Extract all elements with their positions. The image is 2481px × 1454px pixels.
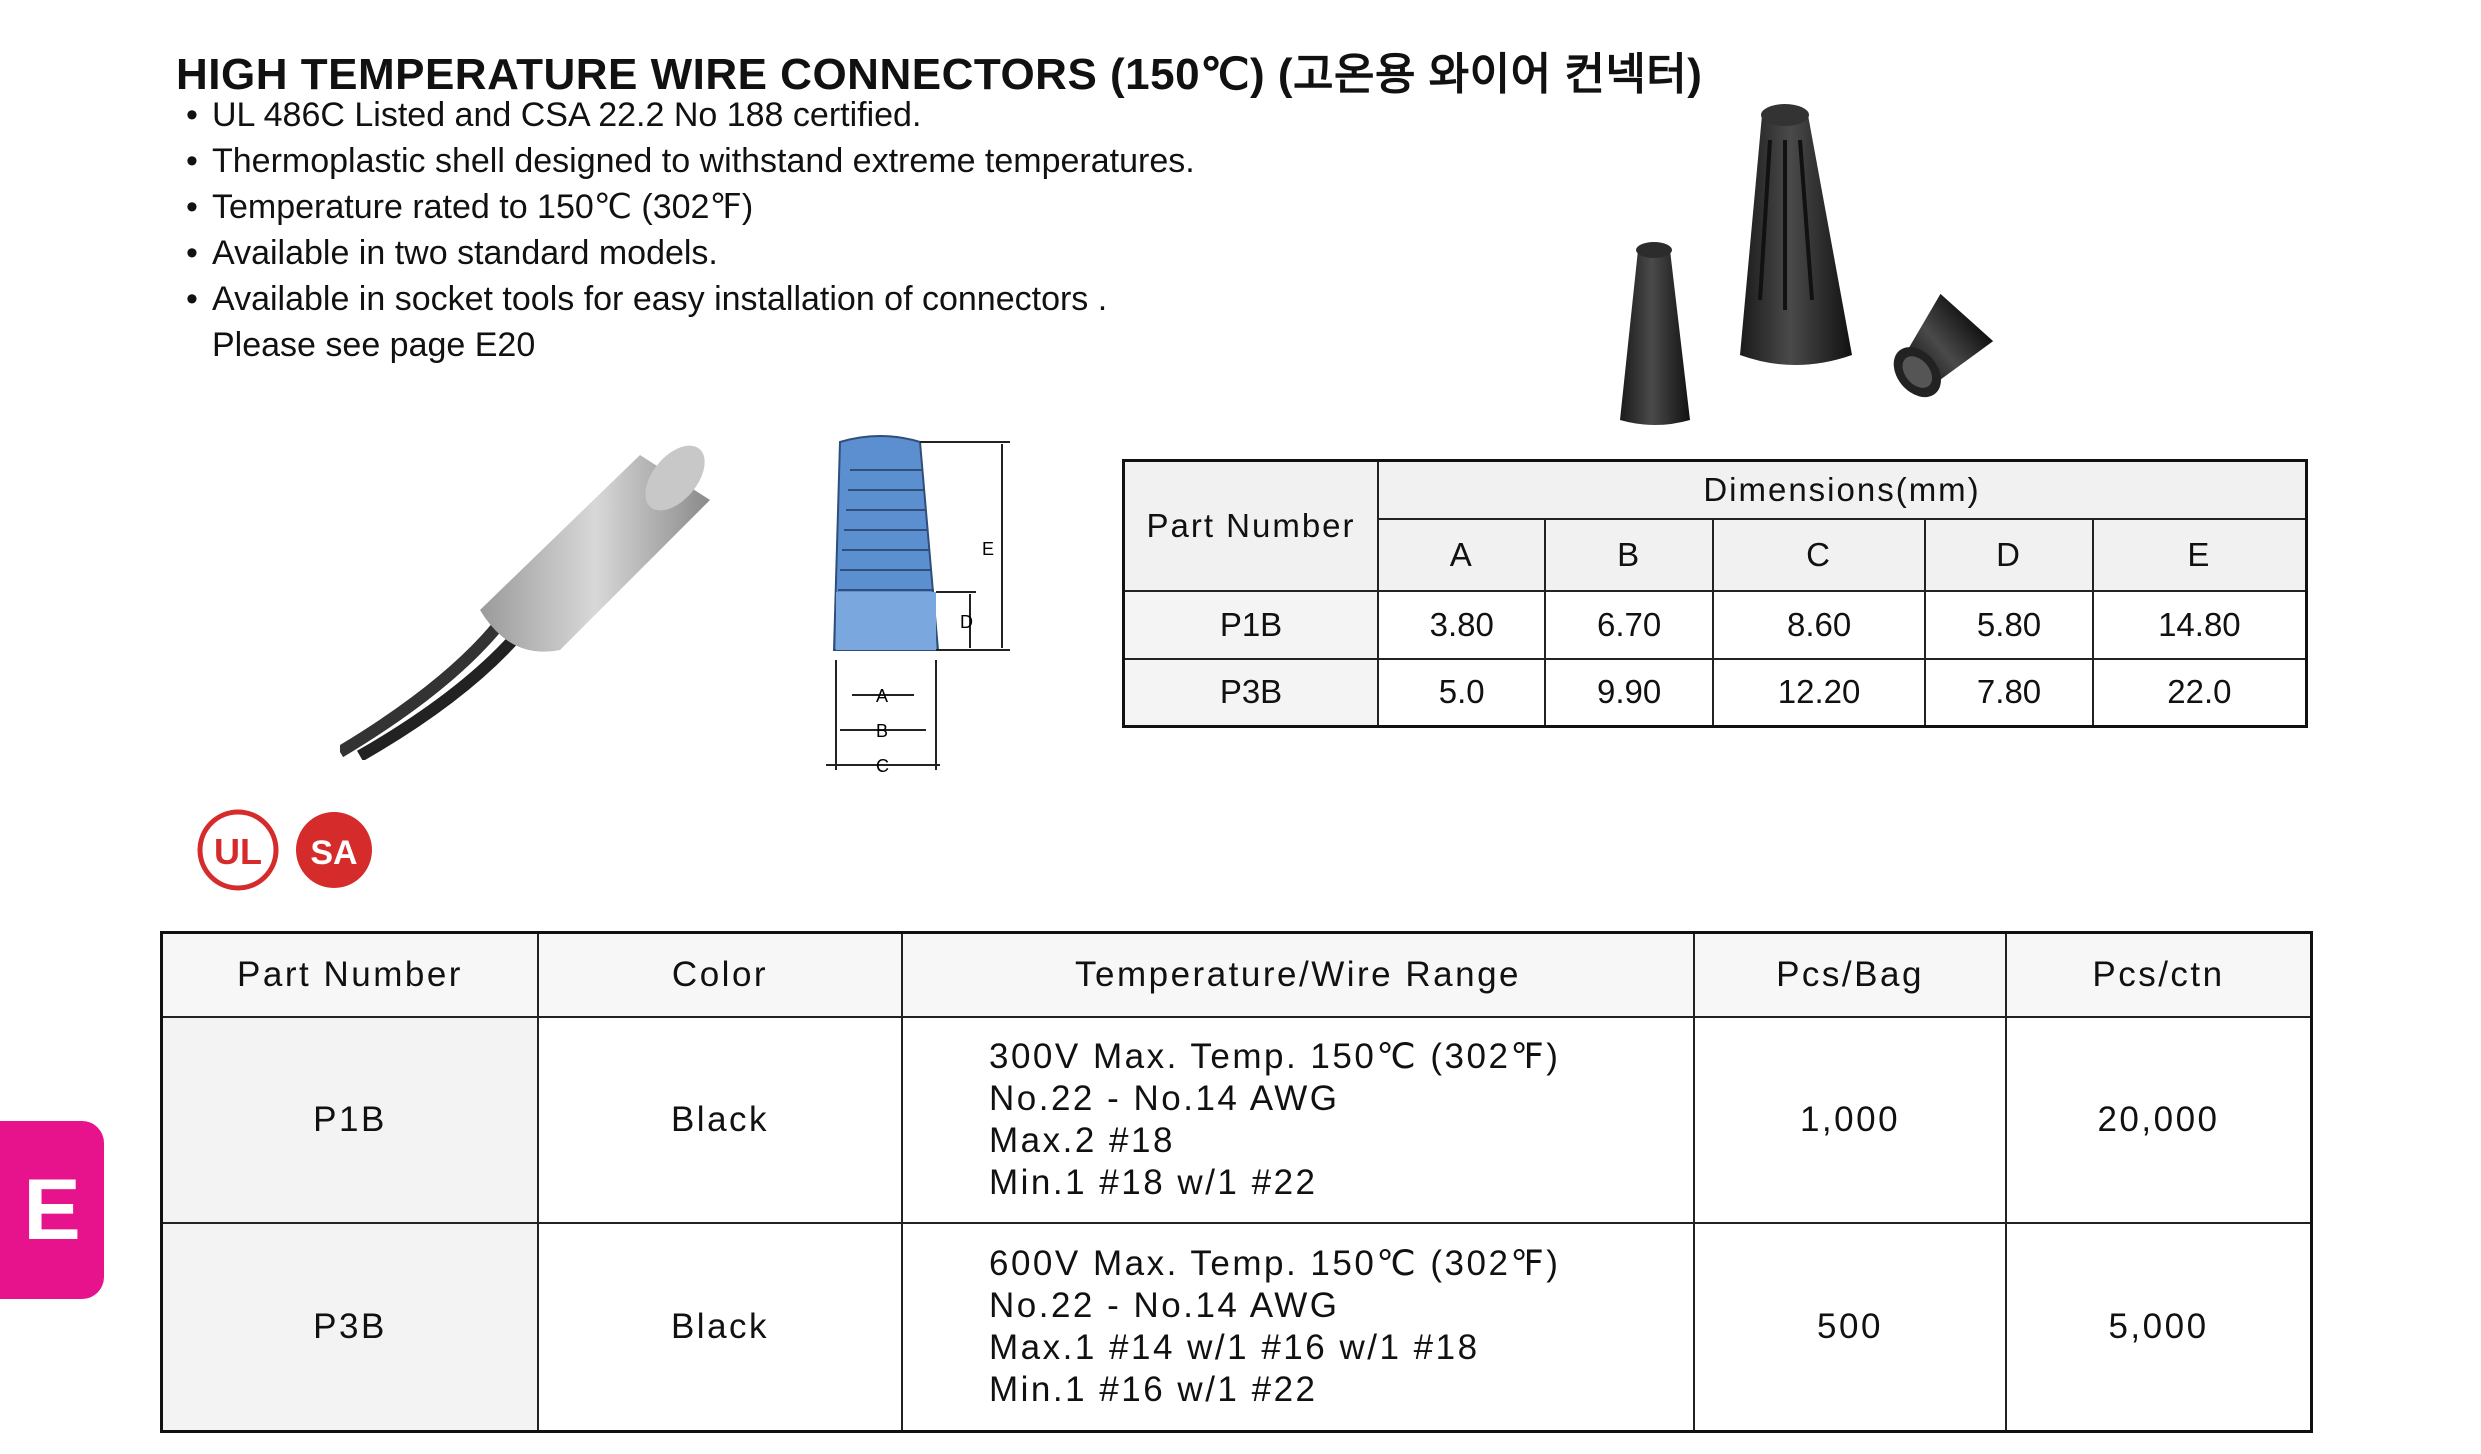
spec-part-cell: P3B [160,1222,539,1432]
spec-header-pcs-ctn: Pcs/ctn [2005,931,2313,1018]
col-header-d: D [1924,517,2094,592]
value-cell: 3.80 [1376,589,1547,660]
range-line: 300V Max. Temp. 150℃ (302℉) [989,1037,1561,1076]
spec-range-cell: 600V Max. Temp. 150℃ (302℉) No.22 - No.1… [901,1222,1695,1432]
page-title: HIGH TEMPERATURE WIRE CONNECTORS (150℃) … [176,50,1703,99]
section-tab: E [0,1121,104,1299]
table-row: P1B Black 300V Max. Temp. 150℃ (302℉) No… [160,1016,2313,1224]
spec-color-cell: Black [537,1016,903,1224]
part-cell: P3B [1122,657,1379,728]
dim-label-c: C [876,756,889,776]
spec-pcs-ctn-cell: 5,000 [2005,1222,2313,1432]
feature-item: UL 486C Listed and CSA 22.2 No 188 certi… [186,92,1195,138]
value-cell: 7.80 [1924,657,2094,728]
spec-header-color: Color [537,931,903,1018]
dim-label-d: D [960,612,973,632]
feature-item: Temperature rated to 150℃ (302℉) [186,184,1195,230]
feature-item: Available in socket tools for easy insta… [186,276,1195,322]
value-cell: 9.90 [1544,657,1714,728]
spec-pcs-bag-cell: 500 [1693,1222,2007,1432]
dim-label-a: A [876,686,888,706]
value-cell: 14.80 [2091,589,2308,660]
connector-on-wire-photo [340,445,710,760]
col-header-a: A [1376,517,1547,592]
spec-header-pcs-bag: Pcs/Bag [1693,931,2007,1018]
product-photo [1620,104,1994,425]
dimensions-group-header: Dimensions(mm) [1377,459,2308,520]
range-line: No.22 - No.14 AWG [989,1285,1340,1325]
spec-range-cell: 300V Max. Temp. 150℃ (302℉) No.22 - No.1… [901,1016,1695,1224]
feature-item: Please see page E20 [212,326,536,364]
value-cell: 6.70 [1544,589,1714,660]
range-line: Min.1 #18 w/1 #22 [989,1163,1318,1202]
col-header-c: C [1711,517,1927,592]
part-cell: P1B [1122,589,1379,660]
dim-label-b: B [876,721,888,741]
value-cell: 12.20 [1711,657,1927,728]
csa-logo-text: SA [310,834,357,872]
dim-label-e: E [982,539,994,559]
value-cell: 8.60 [1711,589,1927,660]
ul-logo-text: UL [214,831,262,872]
ul-logo-icon [197,809,279,891]
spec-part-cell: P1B [160,1016,539,1224]
range-line: Min.1 #16 w/1 #22 [989,1369,1318,1409]
table-row: P3B Black 600V Max. Temp. 150℃ (302℉) No… [160,1222,2313,1432]
col-header-b: B [1544,517,1714,592]
specification-table: Part Number Color Temperature/Wire Range… [160,931,2313,1433]
feature-item: Available in two standard models. [186,230,1195,276]
feature-item: Thermoplastic shell designed to withstan… [186,138,1195,184]
part-number-header: Part Number [1122,459,1379,592]
csa-logo-icon [296,812,372,888]
feature-list: UL 486C Listed and CSA 22.2 No 188 certi… [186,92,1195,368]
spec-header-range: Temperature/Wire Range [901,931,1695,1018]
spec-color-cell: Black [537,1222,903,1432]
value-cell: 22.0 [2091,657,2308,728]
spec-header-part: Part Number [160,931,539,1018]
value-cell: 5.80 [1924,589,2094,660]
certification-logos: UL SA [197,809,372,891]
dimension-diagram: E D A B C [826,435,1010,776]
value-cell: 5.0 [1376,657,1547,728]
range-line: No.22 - No.14 AWG [989,1079,1340,1118]
range-line: Max.1 #14 w/1 #16 w/1 #18 [989,1327,1480,1367]
dimensions-table: Part Number Dimensions(mm) A B C D E P1B… [1122,459,2308,728]
range-line: Max.2 #18 [989,1121,1175,1160]
spec-pcs-ctn-cell: 20,000 [2005,1016,2313,1224]
table-row: P3B 5.0 9.90 12.20 7.80 22.0 [1122,657,2308,728]
table-row: P1B 3.80 6.70 8.60 5.80 14.80 [1122,589,2308,660]
col-header-e: E [2091,517,2308,592]
range-line: 600V Max. Temp. 150℃ (302℉) [989,1243,1561,1283]
spec-pcs-bag-cell: 1,000 [1693,1016,2007,1224]
